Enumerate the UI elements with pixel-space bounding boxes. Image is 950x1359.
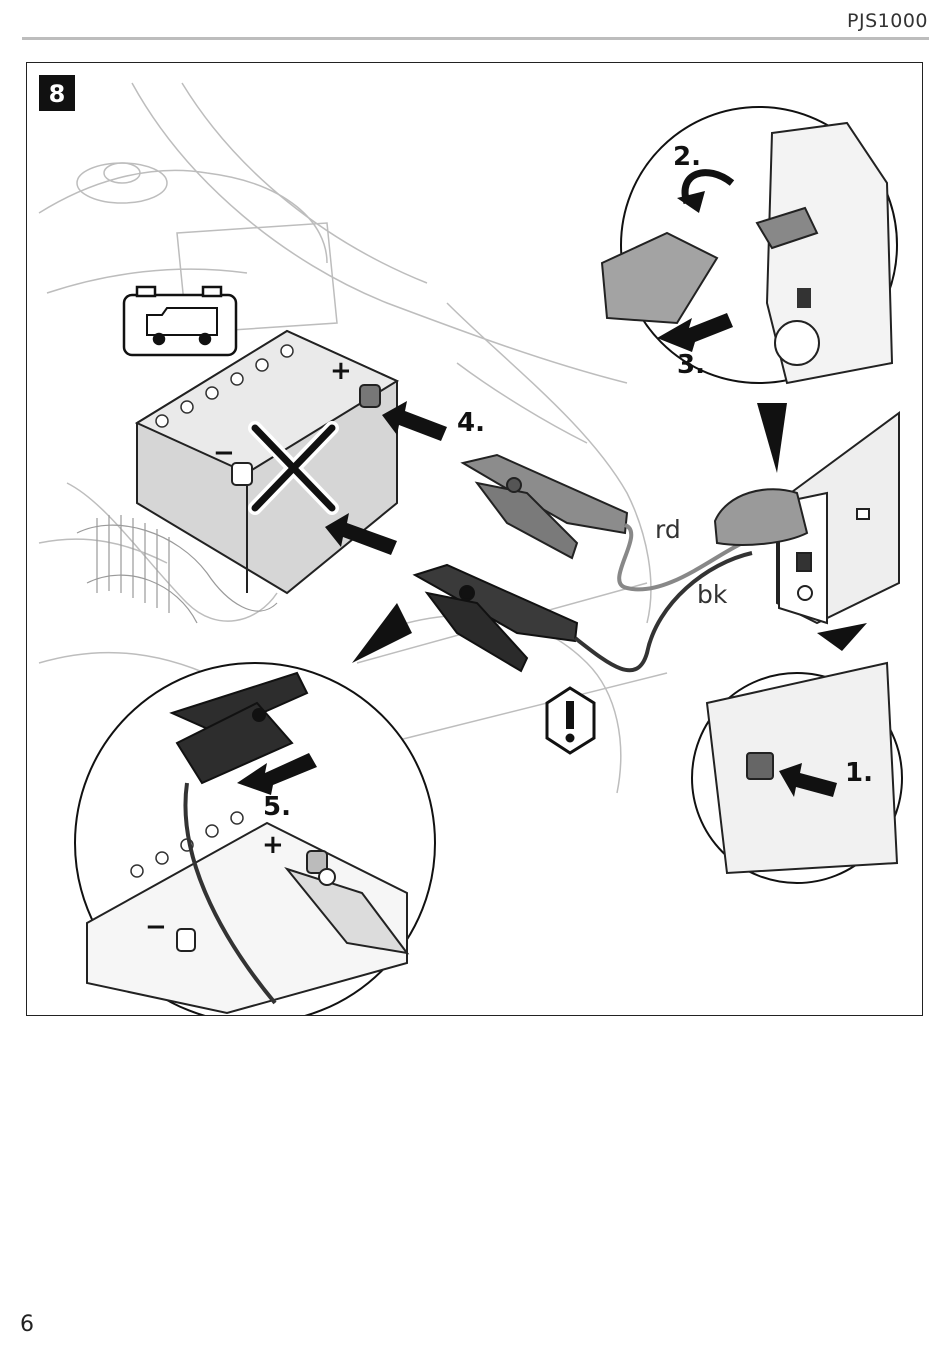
- battery-positive-mark: +: [330, 356, 352, 386]
- callout-pointer-top: [757, 403, 787, 473]
- header-divider: [22, 37, 929, 40]
- camper-battery-icon: [124, 287, 236, 355]
- page-number: 6: [20, 1312, 34, 1337]
- warning-icon: [547, 688, 594, 753]
- black-clamp: [415, 565, 577, 671]
- callout-pointer-left: [352, 603, 412, 663]
- figure-number-badge: 8: [39, 75, 75, 111]
- power-button-icon: [747, 753, 773, 779]
- detail-positive-mark: +: [262, 830, 284, 860]
- vehicle-battery: + −: [137, 331, 397, 593]
- red-wire-label: rd: [655, 515, 681, 544]
- model-name: PJS1000: [847, 10, 928, 32]
- detail-circle-connect: 2. 3.: [602, 107, 897, 383]
- black-wire-label: bk: [697, 580, 728, 609]
- step-3-label: 3.: [677, 350, 705, 380]
- detail-circle-power-button: 1.: [692, 663, 902, 883]
- callout-pointer-right: [817, 623, 867, 651]
- step-5-label: 5.: [263, 792, 291, 822]
- detail-circle-clamp-positive: 5. + −: [75, 663, 435, 1016]
- red-clamp: [463, 455, 627, 558]
- step-2-label: 2.: [673, 142, 701, 172]
- figure-number: 8: [49, 80, 66, 108]
- figure-8-illustration: 8: [26, 62, 923, 1016]
- battery-negative-mark: −: [213, 438, 235, 468]
- step-4-label: 4.: [457, 408, 485, 438]
- jump-starter-device: [715, 413, 899, 623]
- detail-negative-mark: −: [145, 912, 167, 942]
- step-1-label: 1.: [845, 758, 873, 788]
